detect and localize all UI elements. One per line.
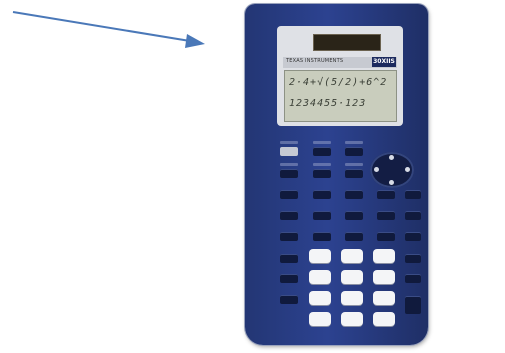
display-line-2: 1234455·123 [289, 98, 367, 109]
data-key[interactable] [345, 169, 363, 178]
subtract-key[interactable] [405, 254, 421, 263]
key-3[interactable] [373, 291, 395, 305]
key-label-mark [313, 163, 331, 166]
prb-key[interactable] [313, 169, 331, 178]
display-line-1: 2·4+√(5/2)+6^2 [289, 77, 388, 88]
ln-key[interactable] [280, 190, 298, 199]
pointer-arrow-icon [12, 11, 205, 48]
enter-key[interactable] [405, 296, 421, 314]
up-arrow-icon [389, 155, 394, 160]
brand-strip [283, 57, 397, 68]
key-1[interactable] [309, 291, 331, 305]
key-label-mark [345, 141, 363, 144]
down-arrow-icon [389, 180, 394, 185]
key-9[interactable] [373, 249, 395, 263]
second-key[interactable] [280, 147, 298, 156]
open-paren-key[interactable] [313, 232, 331, 241]
brand-label: TEXAS INSTRUMENTS [286, 58, 344, 64]
key-label-mark [313, 141, 331, 144]
key-label-mark [280, 163, 298, 166]
close-paren-key[interactable] [345, 232, 363, 241]
key-label-mark [345, 163, 363, 166]
reciprocal-key[interactable] [313, 211, 331, 220]
decimal-key[interactable] [341, 312, 363, 326]
add-key[interactable] [405, 274, 421, 283]
model-badge: 30XIIS [372, 57, 396, 67]
delete-key[interactable] [345, 147, 363, 156]
lcd-display: 2·4+√(5/2)+6^2 1234455·123 [284, 70, 397, 122]
log-key[interactable] [280, 169, 298, 178]
sto-key[interactable] [280, 254, 298, 263]
key-5[interactable] [341, 270, 363, 284]
divide-key[interactable] [405, 211, 421, 220]
left-arrow-icon [374, 167, 379, 172]
key-4[interactable] [309, 270, 331, 284]
sin-key[interactable] [313, 190, 331, 199]
square-key[interactable] [345, 211, 363, 220]
negative-key[interactable] [373, 312, 395, 326]
multiply-key[interactable] [405, 232, 421, 241]
x10n-key[interactable] [280, 232, 298, 241]
solar-panel [313, 34, 381, 51]
key-7[interactable] [309, 249, 331, 263]
calculator: TEXAS INSTRUMENTS 30XIIS 2·4+√(5/2)+6^2 … [245, 4, 428, 345]
cos-key[interactable] [345, 190, 363, 199]
key-2[interactable] [341, 291, 363, 305]
key-0[interactable] [309, 312, 331, 326]
tan-key[interactable] [377, 190, 395, 199]
mode-key[interactable] [313, 147, 331, 156]
clear-key[interactable] [405, 190, 421, 199]
key-8[interactable] [341, 249, 363, 263]
fraction-key[interactable] [377, 211, 395, 220]
key-label-mark [280, 141, 298, 144]
sqrt-key[interactable] [377, 232, 395, 241]
rcl-key[interactable] [280, 274, 298, 283]
power-key[interactable] [280, 211, 298, 220]
key-6[interactable] [373, 270, 395, 284]
on-key[interactable] [280, 295, 298, 304]
right-arrow-icon [405, 167, 410, 172]
arrow-pad[interactable] [370, 152, 414, 188]
